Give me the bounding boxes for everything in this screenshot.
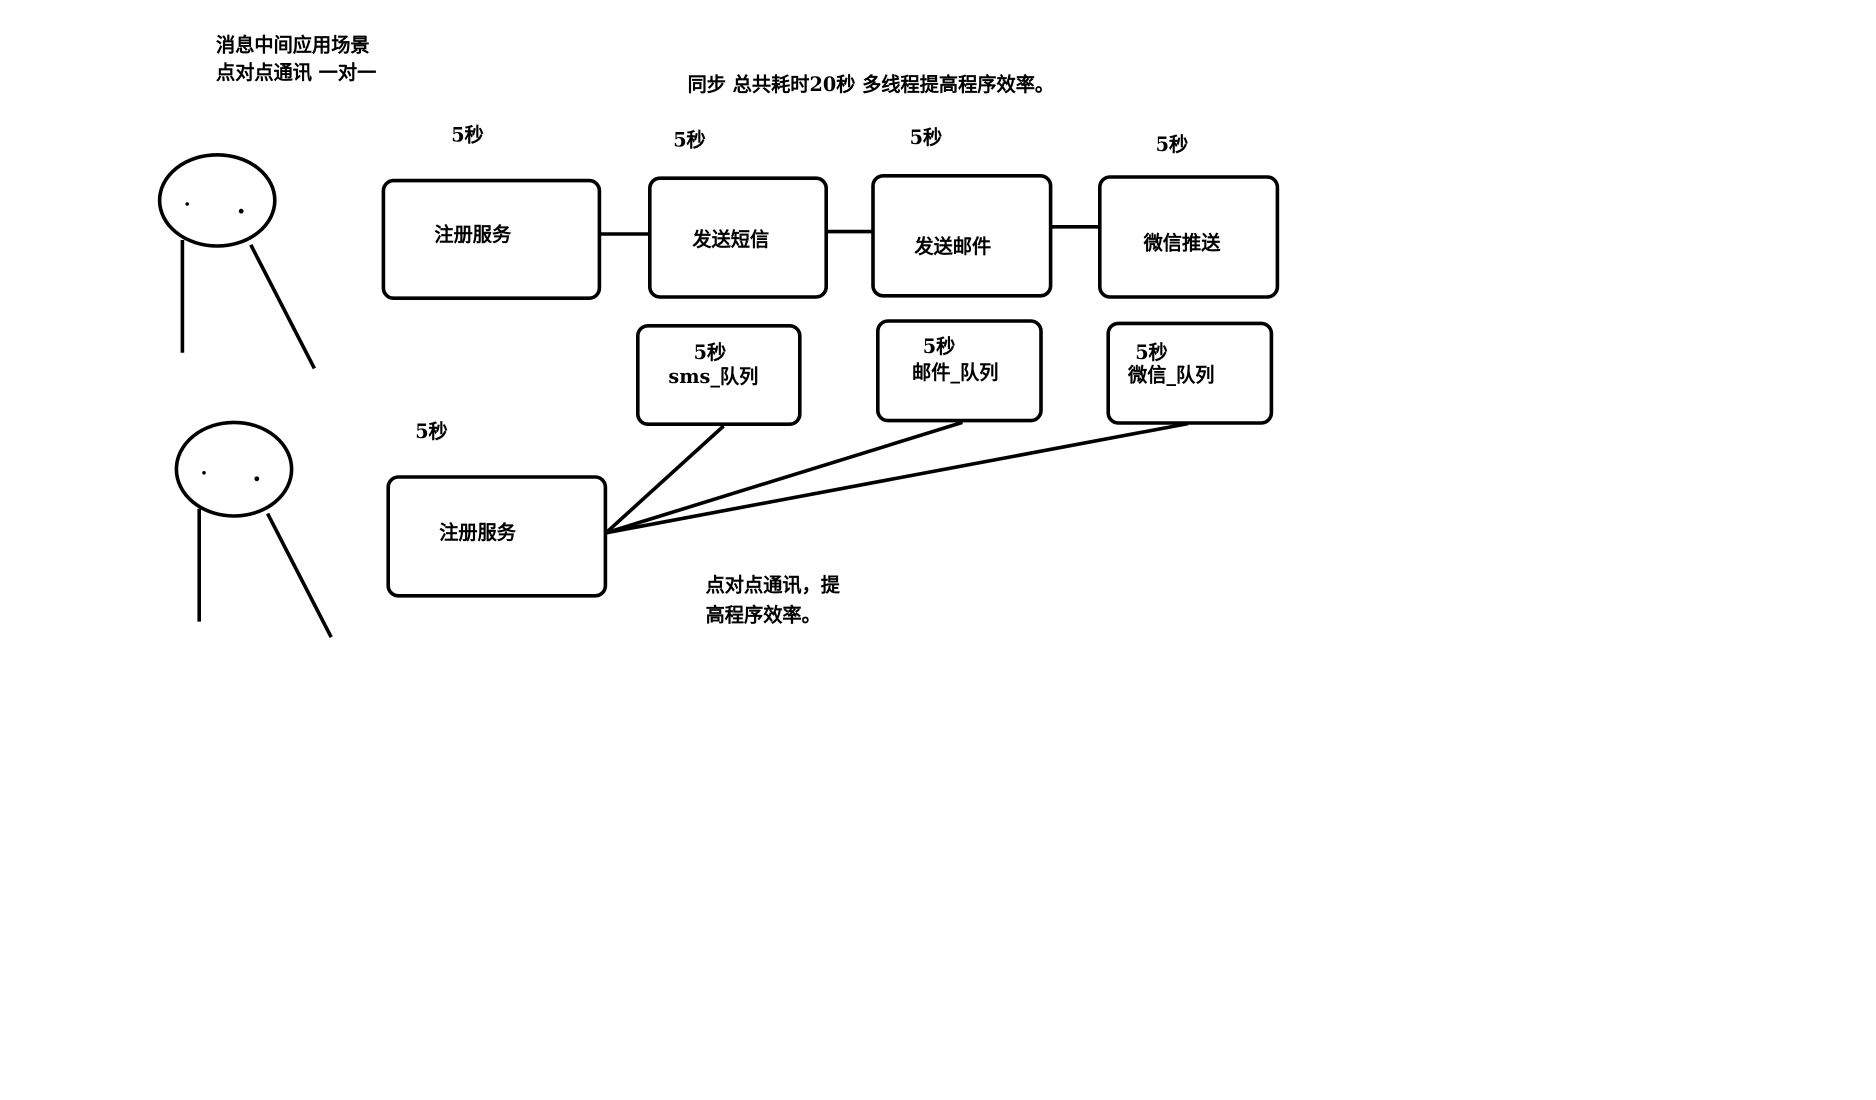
queue-time: 5秒	[1135, 340, 1168, 364]
eye-dot	[185, 202, 189, 206]
diagram-subtitle: 点对点通讯 一对一	[216, 61, 377, 84]
box-label: 注册服务	[434, 223, 512, 247]
box-async-register-service: 注册服务	[386, 475, 608, 598]
async-note-line-2: 高程序效率。	[705, 603, 821, 627]
box-send-sms: 发送短信	[648, 176, 829, 299]
time-label-register: 5秒	[451, 123, 484, 147]
queue-time: 5秒	[922, 334, 956, 358]
time-label-sms: 5秒	[673, 128, 706, 152]
queue-name: sms_队列	[668, 364, 759, 388]
queue-time: 5秒	[693, 340, 727, 364]
diagram-strokes	[157, 153, 1189, 639]
stick-figure-user-2	[174, 420, 333, 639]
time-label-wechat: 5秒	[1155, 133, 1189, 156]
time-label-async-register: 5秒	[415, 420, 448, 443]
time-label-mail: 5秒	[909, 126, 943, 149]
queue-mail: 5秒 邮件_队列	[876, 319, 1043, 423]
box-register-service: 注册服务	[381, 178, 602, 300]
connector-register-wechat-queue	[605, 421, 1189, 535]
box-send-mail: 发送邮件	[871, 174, 1053, 298]
eye-dot	[254, 476, 260, 482]
stick-figure-user-1	[157, 153, 317, 370]
connector-register-sms-queue	[604, 424, 725, 535]
connector-register-mail-queue	[605, 420, 963, 535]
queue-wechat: 5秒 微信_队列	[1106, 321, 1274, 425]
box-label: 注册服务	[439, 520, 517, 544]
box-wechat-push: 微信推送	[1098, 175, 1280, 299]
queue-sms: 5秒 sms_队列	[636, 324, 802, 427]
sync-connectors	[600, 225, 1100, 236]
sync-note: 同步 总共耗时20秒 多线程提高程序效率。	[687, 73, 1055, 96]
box-label: 发送短信	[692, 228, 770, 251]
queue-name: 微信_队列	[1128, 363, 1215, 387]
eye-dot	[202, 471, 206, 475]
box-label: 发送邮件	[914, 235, 992, 258]
eye-dot	[238, 208, 244, 214]
async-note-line-1: 点对点通讯，提	[705, 573, 841, 597]
async-connectors	[604, 420, 1189, 535]
queue-name: 邮件_队列	[912, 361, 999, 384]
diagram-title: 消息中间应用场景	[216, 33, 370, 57]
box-label: 微信推送	[1143, 231, 1221, 255]
